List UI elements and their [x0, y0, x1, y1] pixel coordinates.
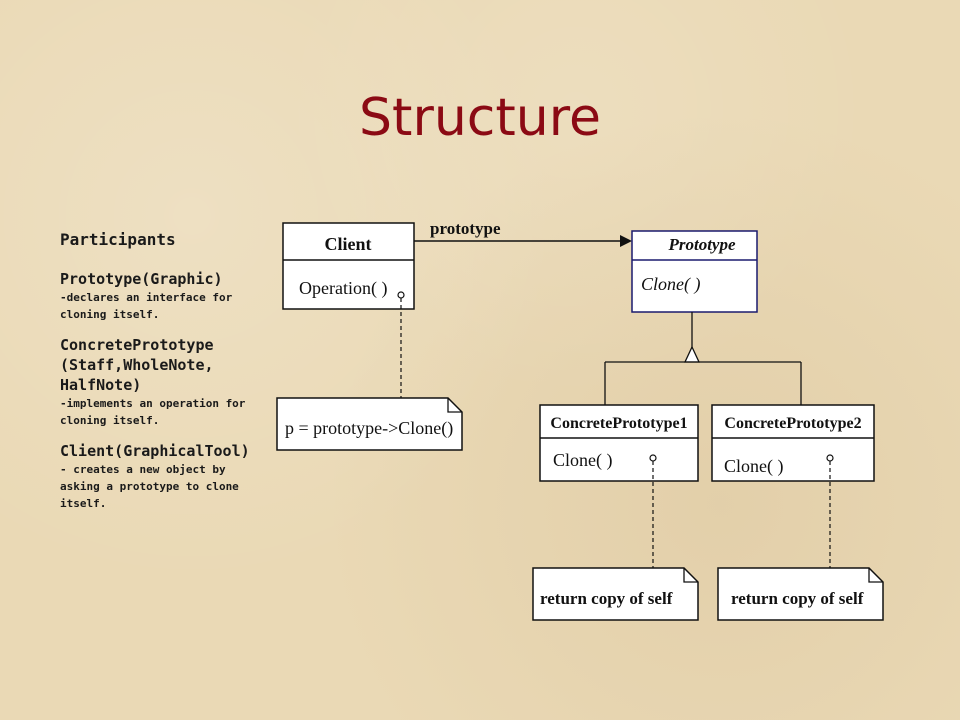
prototype-association: prototype: [414, 219, 632, 247]
page-title: Structure: [359, 88, 601, 148]
prototype-operation: Clone( ): [641, 274, 700, 295]
participant-desc-concrete-prototype: -implements an operation for cloning its…: [60, 397, 246, 427]
client-class: Client Operation( ): [282, 222, 415, 310]
association-label: prototype: [430, 219, 501, 238]
concrete-prototype1-class: ConcretePrototype1 Clone( ): [539, 404, 699, 482]
concrete-prototype2-name: ConcretePrototype2: [724, 415, 861, 432]
concrete1-note: return copy of self: [532, 567, 699, 621]
participant-name-concrete-prototype: ConcretePrototype (Staff,WholeNote, Half…: [60, 336, 214, 394]
client-operation: Operation( ): [299, 278, 387, 299]
client-note: p = prototype->Clone(): [276, 397, 463, 451]
concrete1-note-text: return copy of self: [540, 589, 673, 608]
concrete-prototype1-name: ConcretePrototype1: [550, 415, 687, 432]
concrete-prototype2-operation: Clone( ): [724, 456, 783, 477]
concrete-prototype2-class: ConcretePrototype2 Clone( ): [711, 404, 875, 482]
inheritance-triangle-icon: [683, 345, 701, 363]
concrete-prototype1-operation: Clone( ): [553, 450, 612, 471]
participant-desc-client: - creates a new object by asking a proto…: [60, 463, 239, 510]
participants-heading: Participants: [60, 230, 176, 249]
inheritance-connector: [604, 312, 802, 405]
participant-desc-prototype: -declares an interface for cloning itsel…: [60, 291, 233, 321]
prototype-class-name: Prototype: [667, 235, 735, 254]
participant-name-client: Client(GraphicalTool): [60, 442, 250, 460]
participant-name-prototype: Prototype(Graphic): [60, 270, 223, 288]
concrete2-note-text: return copy of self: [731, 589, 864, 608]
participants-panel: Participants Prototype(Graphic) -declare…: [60, 230, 260, 524]
arrowhead-icon: [620, 235, 632, 247]
client-class-name: Client: [325, 234, 372, 254]
concrete2-note: return copy of self: [717, 567, 884, 621]
prototype-class: Prototype Clone( ): [631, 230, 758, 313]
client-note-text: p = prototype->Clone(): [285, 418, 453, 439]
